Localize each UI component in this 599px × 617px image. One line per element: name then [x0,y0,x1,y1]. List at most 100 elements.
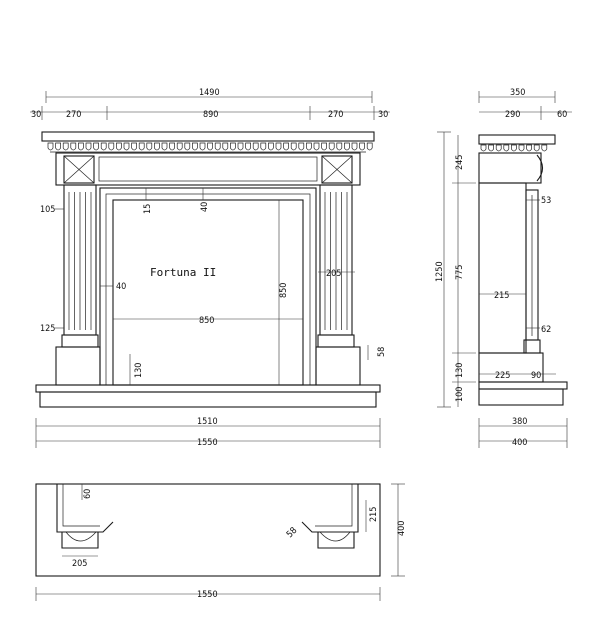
mantel-shelf [41,131,375,142]
dentil [199,142,206,151]
dentil [222,142,229,151]
plan-left-return [56,484,114,533]
dim-side-top-overhang: 60 [557,110,567,120]
dentil [275,142,282,151]
dentil [290,142,297,151]
side-frieze [478,152,542,184]
dim-plinth-right: 58 [377,347,387,357]
dentil [146,142,153,151]
dentil [321,142,327,151]
flutes-left [68,192,92,330]
dentil [359,142,365,151]
dim-side-capital-depth: 53 [541,196,551,206]
dentil [184,142,191,151]
dim-side-pilaster-depth: 215 [494,291,509,301]
dentil [169,142,175,151]
dentil [93,142,99,151]
side-dentil-moulding [480,144,548,152]
dentil [55,142,61,151]
plan-right-return [301,484,359,533]
dentil [100,142,107,151]
dentil [366,142,373,151]
dim-top-center: 890 [203,110,218,120]
dentil [488,144,494,152]
dentil [298,142,305,151]
flutes-right [324,192,348,330]
pilaster-right-base [317,334,355,348]
pilaster-left-base [61,334,99,348]
front-dimensions: 1490 30 270 890 270 30 105 15 40 Fortuna… [30,88,390,448]
side-capital [536,154,544,182]
drawing-title: Fortuna II [150,266,216,279]
dentil [245,142,251,151]
plan-outline [35,483,381,577]
dim-opening-height: 850 [279,283,289,298]
dentil [495,144,502,152]
dentil [161,142,168,151]
dim-side-base-detail: 62 [541,325,551,335]
front-view [35,131,381,408]
side-hearth [478,381,568,390]
dim-plan-angled: 58 [285,526,299,540]
dentil [176,142,183,151]
dim-side-hearth-depth: 380 [512,417,527,427]
dim-pilaster-top: 105 [40,205,55,215]
corner-block-right [321,155,353,184]
dentil [306,142,312,151]
dim-side-top-depth: 350 [510,88,525,98]
dentil [85,142,92,151]
dim-plan-base-width: 1550 [197,590,218,600]
dentil [131,142,137,151]
dim-side-hearth-height: 100 [455,387,465,402]
dim-base-width: 1550 [197,438,218,448]
plan-left-plinth [61,532,99,549]
plinth-right [315,346,361,386]
dim-plan-pilaster-width: 205 [72,559,87,569]
dim-side-shaft-height: 775 [455,265,465,280]
side-base [478,388,564,406]
dim-side-plinth-height: 130 [455,363,465,378]
dim-top-right-block: 270 [328,110,343,120]
firebox-opening [112,199,304,386]
dim-pilaster-width: 205 [326,269,341,279]
dim-side-frieze-height: 245 [455,155,465,170]
plinth-left [55,346,101,386]
dim-plan-overall-depth: 400 [397,521,407,536]
dentil [526,144,532,152]
dentil [214,142,221,151]
dentil [108,142,115,151]
dentil [47,142,54,151]
dim-hearth-width: 1510 [197,417,218,427]
dim-top-left-margin: 30 [31,110,41,120]
base-slab [39,391,377,408]
frieze-center-panel [98,156,318,182]
dim-side-plinth-projection: 90 [531,371,541,381]
dentil [533,144,540,152]
dentil [207,142,213,151]
dentil [260,142,267,151]
dentil [480,144,487,152]
dentil [511,144,517,152]
dim-frame-band: 40 [200,202,210,212]
dim-side-base-depth: 400 [512,438,527,448]
dentil [503,144,510,152]
dentil [518,144,525,152]
dim-side-plinth-depth: 225 [495,371,510,381]
plan-right-plinth [317,532,355,549]
dentil [138,142,145,151]
dim-plan-inner-offset: 60 [83,489,93,499]
side-dimensions: 350 290 60 1250 245 775 130 100 53 215 6… [435,88,572,448]
side-shelf [478,134,556,145]
dentil [336,142,343,151]
dentil [230,142,236,151]
dentil [78,142,84,151]
frieze [55,152,361,186]
side-view [478,134,568,406]
dentil [313,142,320,151]
corner-block-left [63,155,95,184]
dim-plinth-height: 130 [134,363,144,378]
dentil-moulding [47,142,373,151]
dentil [123,142,130,151]
dentil [351,142,358,151]
